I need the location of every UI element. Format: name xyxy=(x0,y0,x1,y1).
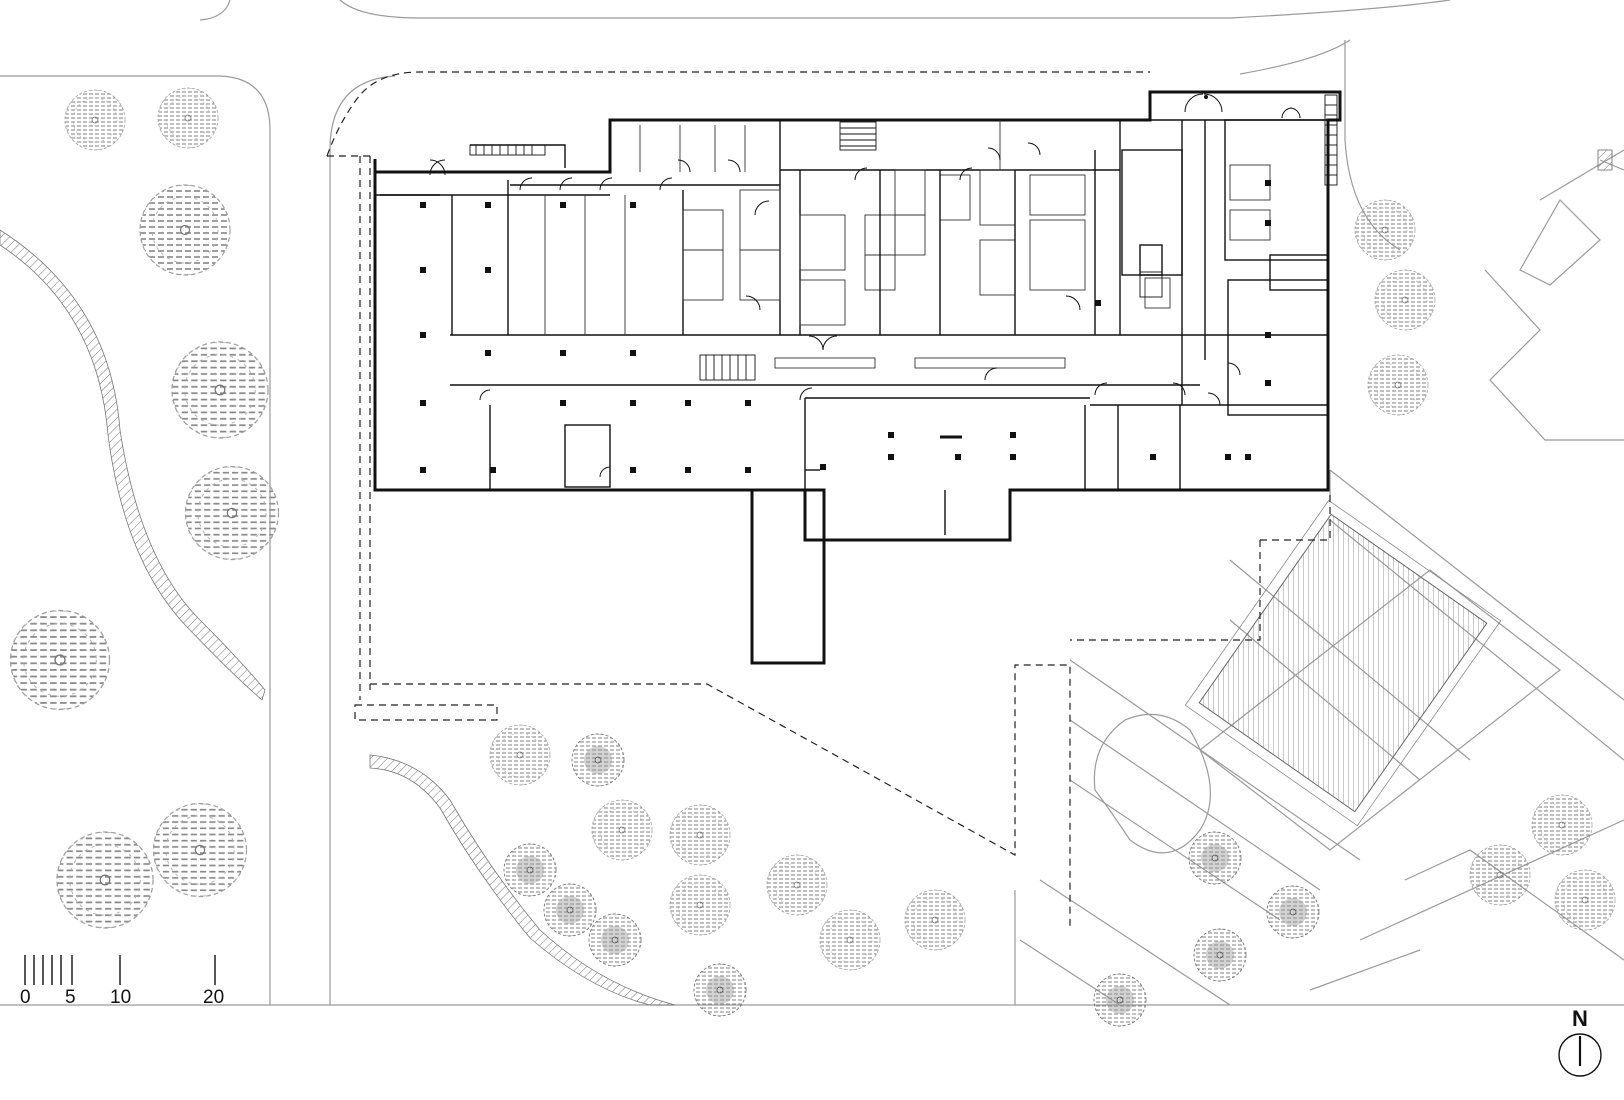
walkways xyxy=(0,149,1613,1006)
scale-label-0: 0 xyxy=(20,987,31,1008)
property-boundary xyxy=(326,71,1331,930)
scale-label-20: 20 xyxy=(203,987,224,1008)
door-swings xyxy=(429,93,1301,478)
building-floor-plan xyxy=(373,90,1342,665)
scale-label-5: 5 xyxy=(65,987,76,1008)
structural-columns xyxy=(420,180,1271,473)
scale-bar: 0 5 10 20 xyxy=(20,955,224,1008)
north-label: N xyxy=(1572,1006,1588,1031)
north-arrow-icon: N xyxy=(1558,1006,1602,1077)
scale-label-10: 10 xyxy=(110,987,131,1008)
